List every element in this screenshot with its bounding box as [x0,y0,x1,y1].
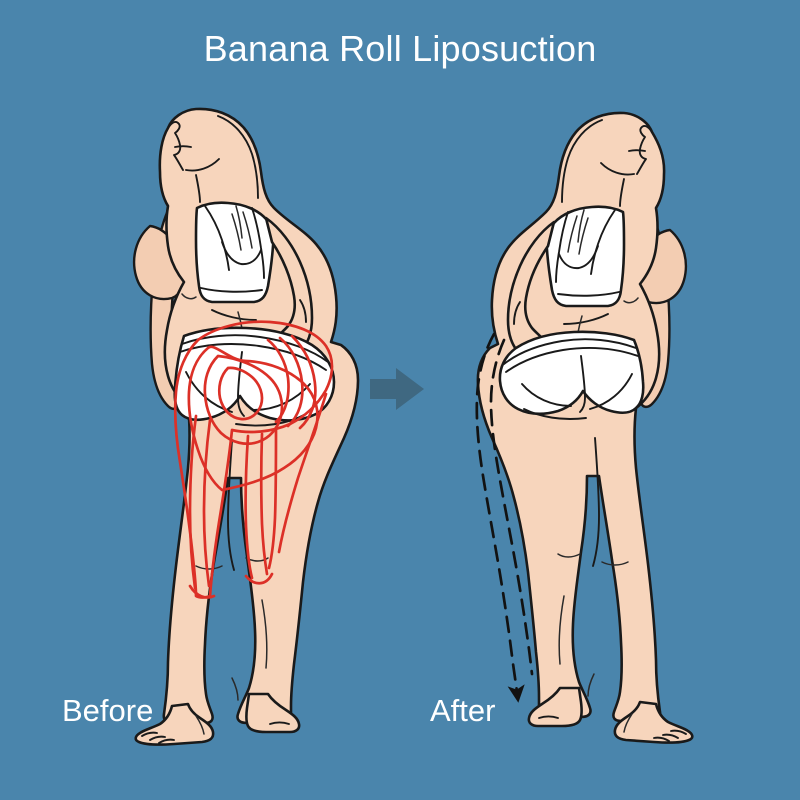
marking-banana-roll-inner [217,366,264,421]
marking-thigh-right-1 [244,434,254,580]
after-shoulder-fold-1 [578,217,589,255]
before-lips [174,145,192,148]
dashed-contour-inner [489,338,534,676]
before-heel-line [195,715,205,735]
before-knee-left [195,565,223,570]
before-neck-line [195,174,201,203]
after-bra-strap-left [590,209,616,275]
after-toes-far [653,729,687,742]
before-calf-line [261,599,268,669]
after-elbow-crease [513,301,521,325]
marking-outer-buttock-loop-3 [290,334,317,430]
before-shoulder-fold-2 [242,211,253,249]
before-hair-contour [217,115,259,199]
marking-banana-roll-loop [203,354,284,446]
before-toes-far [141,731,175,744]
after-knee-right [557,553,581,558]
before-bra-strap-left [204,205,230,271]
after-glute-curve-left [589,373,633,410]
marking-outer-buttock-loop-2 [278,336,304,428]
before-shoulder-fold-1 [231,213,242,251]
after-body [476,111,666,723]
after-thigh-separation [592,437,600,567]
caption-before: Before [62,693,154,728]
after-foot-near [527,686,583,728]
after-hair-contour [561,119,603,203]
before-thigh-separation [227,439,235,571]
after-ankle-left [587,673,595,697]
marking-outer-thigh-sweep [277,392,328,554]
before-spine-line [235,205,243,239]
after-toes-near [538,715,559,719]
after-jawline [600,162,635,176]
marking-thigh-right-2 [259,432,269,576]
before-sports-bra [194,201,275,304]
after-briefs [498,330,645,416]
after-sports-bra [545,205,626,308]
caption-after: After [430,693,496,728]
figure-after [476,111,694,744]
after-lips [628,149,646,152]
marking-thigh-right-3 [267,426,278,570]
before-arm-dimple [181,293,197,300]
after-bra-scoop [558,245,599,270]
marking-thigh-left-1 [188,414,198,590]
after-result-contour [475,332,534,703]
after-bra-strap-right [555,211,569,283]
dashed-contour-outer [475,332,525,703]
before-face-profile [167,120,184,171]
marking-thigh-left-2 [202,418,212,588]
marking-outer-buttock-loop-1 [266,338,290,424]
arrow-shape [370,368,424,410]
after-calf-line [558,595,565,665]
marking-outer-perimeter [173,320,334,599]
before-elbow-crease [299,299,307,323]
before-treatment-markings [173,320,334,599]
before-briefs-waistband [181,334,329,363]
after-infragluteal-fold [523,408,587,420]
after-spine-line [577,209,585,243]
after-neck-line [619,178,625,207]
after-briefs-waistband [503,338,637,365]
after-waist-crease [563,313,609,325]
before-gluteal-cleft [237,351,245,417]
after-bra-band [557,291,620,297]
before-ankle-left [231,677,239,701]
marking-thigh-bottom-left [188,584,216,599]
transition-arrow [370,368,424,410]
after-glute-curve-right [521,383,572,407]
before-jawline [185,158,220,172]
after-heel-line [623,713,633,733]
figure-before [132,107,360,746]
marking-buttock-contour-2 [187,345,319,492]
after-shoulder-fold-2 [567,215,578,253]
after-knee-left [601,561,629,566]
before-bra-scoop [221,241,262,266]
before-bra-band [200,287,263,293]
before-waist-crease [211,309,257,321]
after-briefs-waistband-2 [505,347,639,373]
before-bra-strap-right [251,207,265,279]
before-foot-far [134,702,215,746]
after-foot-far [613,700,694,744]
after-arm-dimple [623,297,639,304]
page-title: Banana Roll Liposuction [203,28,597,69]
after-face-profile [636,124,653,175]
marking-thigh-bottom-right [244,572,274,585]
before-toes-near [269,721,290,725]
after-gluteal-cleft [579,355,586,413]
